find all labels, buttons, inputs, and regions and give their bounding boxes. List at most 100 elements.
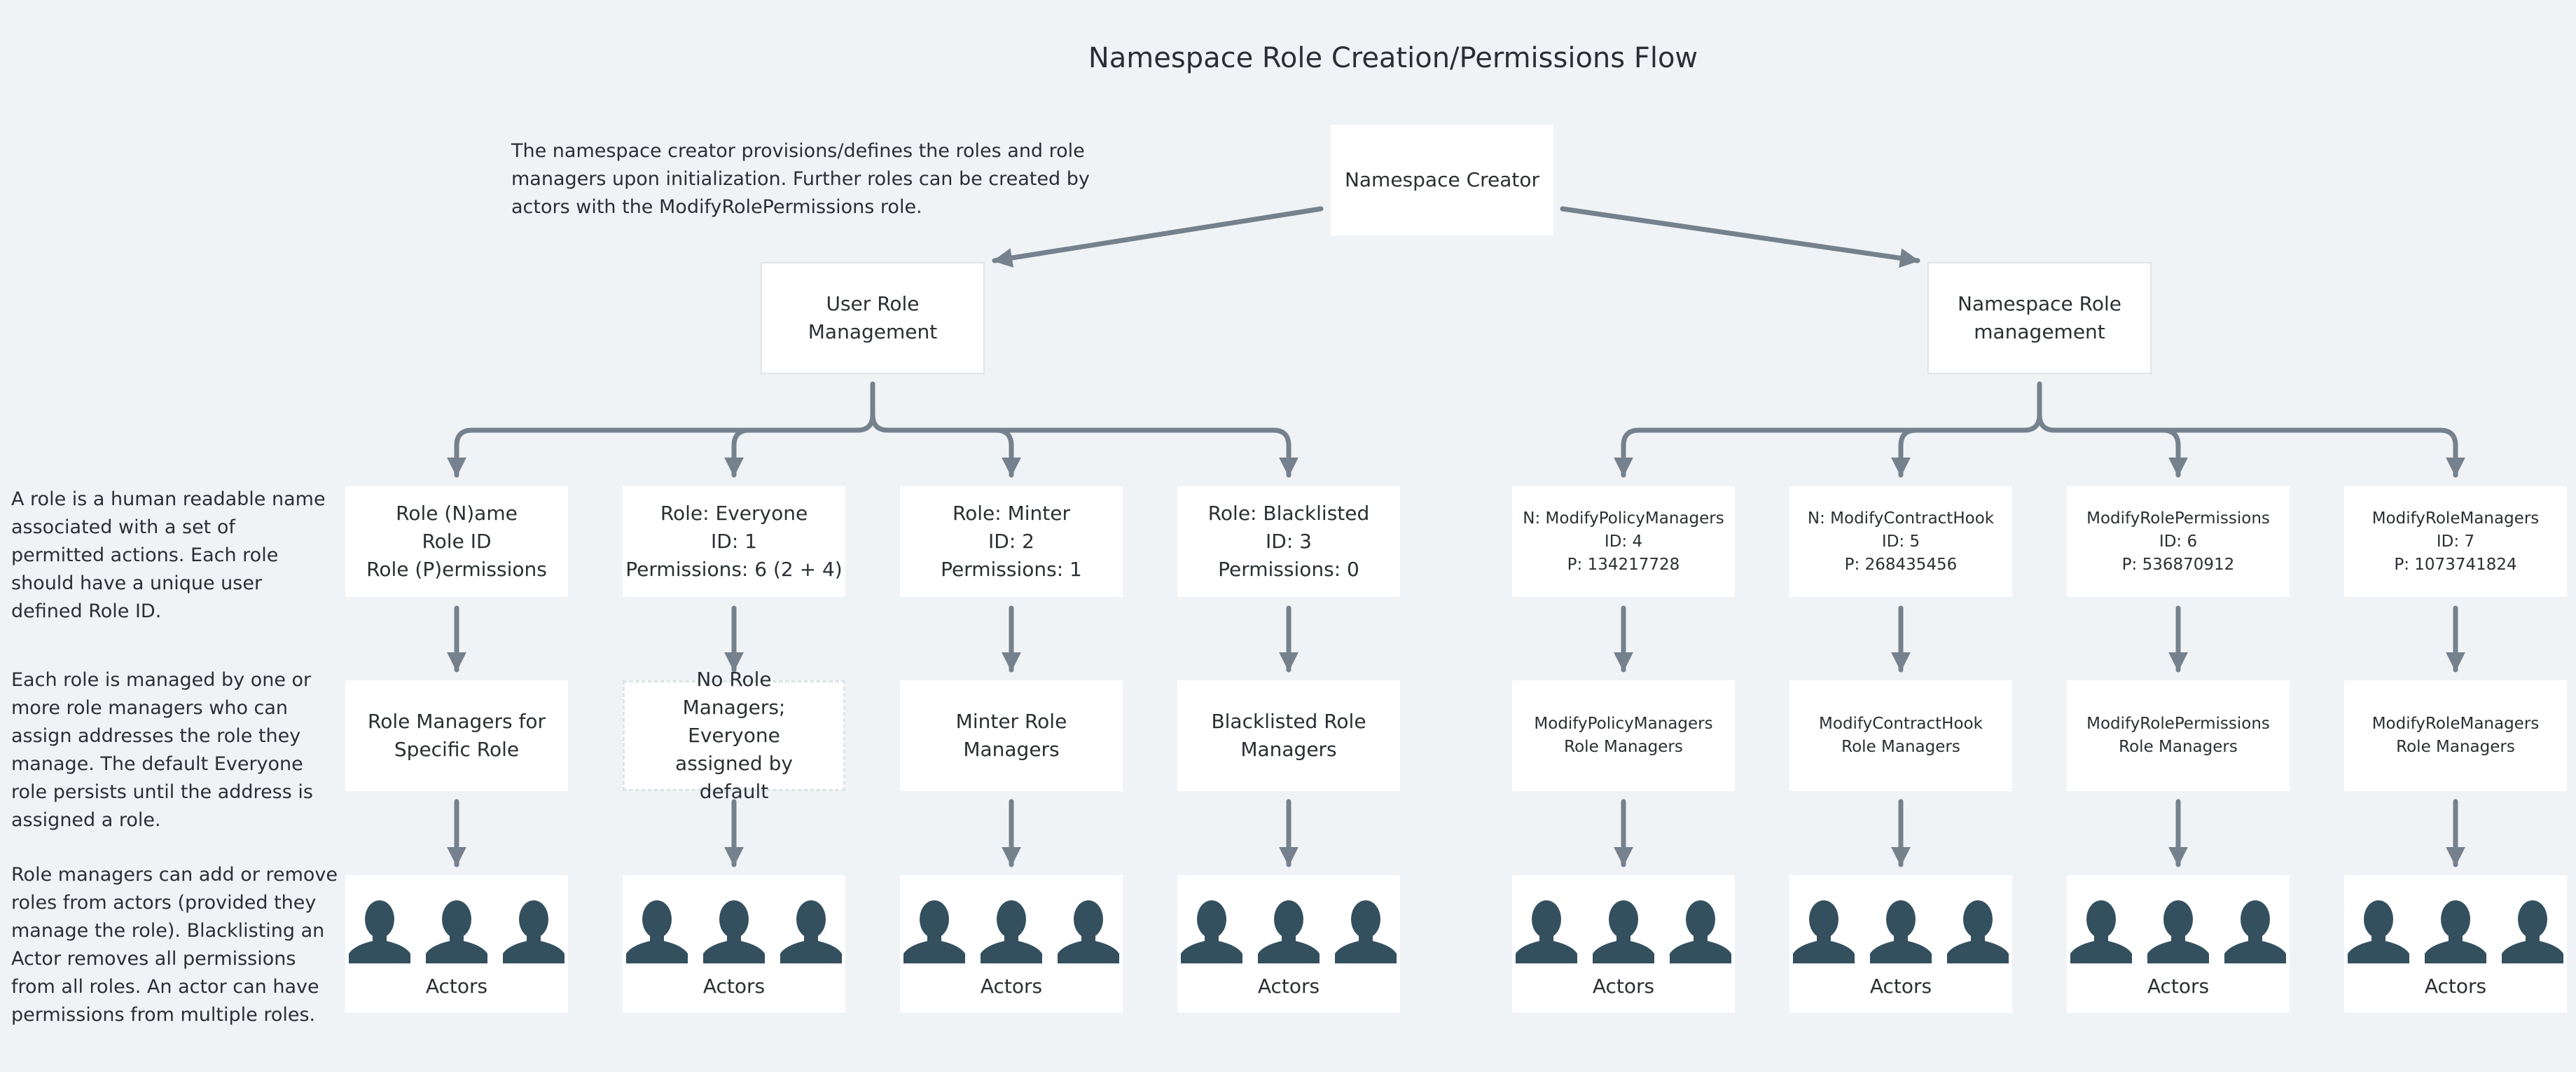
actors-label: Actors xyxy=(2147,975,2210,998)
role-line: Permissions: 6 (2 + 4) xyxy=(625,558,843,581)
actors-label: Actors xyxy=(425,975,488,998)
role-line: ID: 5 xyxy=(1881,532,1920,551)
role-managers-box: ModifyPolicyManagers Role Managers xyxy=(1512,680,1735,791)
user-role-management-label: User Role Management xyxy=(808,292,938,343)
actors-label: Actors xyxy=(2424,975,2487,998)
role-managers-label: ModifyRoleManagers Role Managers xyxy=(2371,715,2540,756)
role-line: Permissions: 0 xyxy=(1218,558,1359,581)
actor-group xyxy=(901,896,1122,963)
role-managers-box: Blacklisted Role Managers xyxy=(1177,680,1400,791)
namespace-role-management-box: Namespace Role management xyxy=(1927,262,2152,374)
person-icon xyxy=(780,900,842,963)
person-icon xyxy=(503,900,565,963)
person-icon xyxy=(1947,900,2009,963)
person-icon xyxy=(426,900,487,963)
actors-label: Actors xyxy=(1869,975,1932,998)
role-line: ID: 4 xyxy=(1604,532,1643,551)
actors-label: Actors xyxy=(1592,975,1655,998)
person-icon xyxy=(1258,900,1320,963)
actors-label: Actors xyxy=(702,975,766,998)
role-line: Role ID xyxy=(422,530,492,553)
note-creator: The namespace creator provisions/defines… xyxy=(511,140,1090,218)
arrow-ns-mgmt-role-5 xyxy=(1891,427,1919,478)
actors-box: Actors xyxy=(2344,875,2567,1012)
actors-box: Actors xyxy=(1789,875,2012,1012)
actors-label: Actors xyxy=(1257,975,1320,998)
actors-box: Actors xyxy=(1512,875,1735,1012)
actors-box: Actors xyxy=(900,875,1123,1012)
actors-box: Actors xyxy=(1177,875,1400,1012)
role-line: ModifyRolePermissions xyxy=(2086,509,2270,528)
role-line: ID: 6 xyxy=(2159,532,2198,551)
role-managers-label: ModifyPolicyManagers Role Managers xyxy=(1534,715,1713,756)
role-managers-box: ModifyRolePermissions Role Managers xyxy=(2067,680,2290,791)
actor-group xyxy=(2345,896,2566,963)
role-line: P: 134217728 xyxy=(1567,555,1680,574)
actor-group xyxy=(1790,896,2011,963)
user-role-management-box: User Role Management xyxy=(761,262,985,374)
person-icon xyxy=(703,900,765,963)
role-line: ModifyRoleManagers xyxy=(2371,509,2540,528)
fork-ns-mgmt xyxy=(1621,381,2458,478)
person-icon xyxy=(2502,900,2563,963)
diagram-title: Namespace Role Creation/Permissions Flow xyxy=(1088,42,1698,74)
actor-group xyxy=(346,896,567,963)
role-line: ID: 7 xyxy=(2436,532,2475,551)
person-icon xyxy=(2224,900,2286,963)
role-managers-box: Minter Role Managers xyxy=(900,680,1123,791)
role-line: Role: Minter xyxy=(952,502,1071,525)
role-line: ID: 1 xyxy=(711,530,757,553)
actor-group xyxy=(623,896,845,963)
namespace-creator-label: Namespace Creator xyxy=(1344,168,1540,191)
role-managers-label: ModifyRolePermissions Role Managers xyxy=(2086,715,2270,756)
arrow-creator-to-ns-mgmt xyxy=(1560,206,1920,268)
actors-box: Actors xyxy=(623,875,845,1012)
person-icon xyxy=(1516,900,1577,963)
actors-label: Actors xyxy=(980,975,1043,998)
actor-group xyxy=(2068,896,2289,963)
note-actors: Role managers can add or remove roles fr… xyxy=(11,864,338,1026)
person-icon xyxy=(1593,900,1654,963)
person-icon xyxy=(1335,900,1397,963)
person-icon xyxy=(2425,900,2486,963)
role-line: Role (P)ermissions xyxy=(366,558,547,581)
role-line: P: 268435456 xyxy=(1844,555,1958,574)
note-role: A role is a human readable name associat… xyxy=(11,488,326,622)
arrow-user-mgmt-role-2 xyxy=(993,427,1021,478)
role-line: N: ModifyPolicyManagers xyxy=(1523,509,1724,528)
role-managers-label: ModifyContractHook Role Managers xyxy=(1819,715,1983,756)
arrow-creator-to-user-mgmt xyxy=(992,206,1324,268)
role-line: ID: 2 xyxy=(988,530,1034,553)
actor-group xyxy=(1513,896,1734,963)
person-icon xyxy=(1793,900,1855,963)
person-icon xyxy=(1058,900,1119,963)
role-managers-label: Blacklisted Role Managers xyxy=(1211,710,1366,761)
person-icon xyxy=(903,900,965,963)
role-managers-box: ModifyRoleManagers Role Managers xyxy=(2344,680,2567,791)
arrow-ns-mgmt-role-6 xyxy=(2160,427,2188,478)
fork-user-mgmt xyxy=(454,381,1292,478)
arrow-user-mgmt-role-1 xyxy=(724,427,752,478)
actor-group xyxy=(1178,896,1399,963)
role-managers-box: No Role Managers; Everyone assigned by d… xyxy=(623,668,845,803)
role-line: Role: Blacklisted xyxy=(1207,502,1370,525)
role-line: N: ModifyContractHook xyxy=(1807,509,1995,528)
role-managers-box: ModifyContractHook Role Managers xyxy=(1789,680,2012,791)
actors-box: Actors xyxy=(2067,875,2290,1012)
role-line: Role: Everyone xyxy=(660,502,808,525)
person-icon xyxy=(981,900,1042,963)
person-icon xyxy=(2070,900,2132,963)
role-line: P: 536870912 xyxy=(2121,555,2235,574)
person-icon xyxy=(2348,900,2409,963)
namespace-role-management-label: Namespace Role management xyxy=(1958,292,2121,343)
role-line: Permissions: 1 xyxy=(941,558,1082,581)
person-icon xyxy=(2147,900,2209,963)
